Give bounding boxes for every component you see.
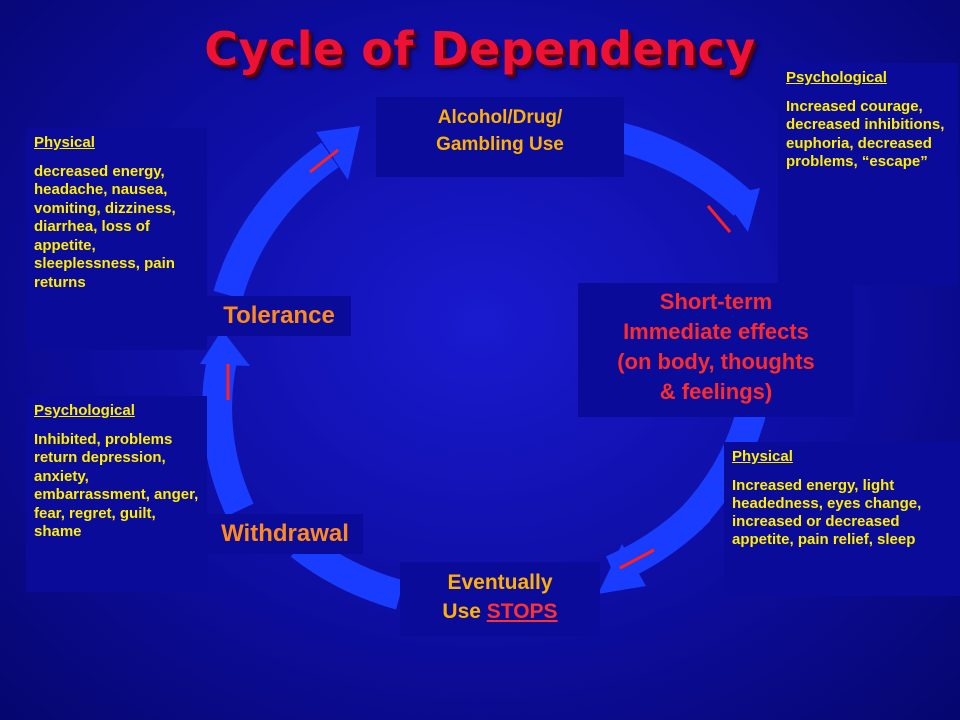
note-psychological-left: Psychological Inhibited, problems return…: [26, 396, 207, 592]
note-heading: Physical: [34, 134, 95, 151]
note-physical-right: Physical Increased energy, light headedn…: [724, 442, 960, 596]
stage-withdrawal: Withdrawal: [207, 514, 363, 554]
note-text: Increased courage, decreased inhibitions…: [786, 97, 945, 171]
arrowhead-top-left: [316, 126, 360, 180]
note-heading: Physical: [732, 448, 793, 465]
tick-mark: [706, 205, 732, 233]
stage-use-stops: Eventually Use STOPS: [400, 562, 600, 636]
cycle-arrow-top-right: [606, 120, 755, 217]
tick-mark: [309, 148, 339, 174]
tick-mark: [619, 548, 655, 570]
stage-effects-line: Short-term: [659, 289, 773, 314]
note-text: Inhibited, problems return depression, a…: [34, 430, 199, 541]
stage-stops-line: Eventually: [447, 571, 553, 594]
note-psychological-right: Psychological Increased courage, decreas…: [778, 63, 958, 285]
note-physical-left: Physical decreased energy, headache, nau…: [26, 128, 207, 350]
page-title: Cycle of Dependency: [204, 22, 756, 76]
note-heading: Psychological: [34, 402, 135, 419]
note-text: decreased energy, headache, nausea, vomi…: [34, 162, 176, 291]
stage-short-term-effects: Short-term Immediate effects (on body, t…: [578, 283, 854, 417]
arrowhead-top-right: [722, 188, 760, 232]
stage-effects-line: (on body, thoughts: [617, 349, 815, 374]
note-heading: Psychological: [786, 69, 887, 86]
stage-tolerance: Tolerance: [207, 296, 351, 336]
stage-effects-line: & feelings): [659, 379, 773, 404]
stage-use-line: Alcohol/Drug/: [437, 107, 563, 128]
cycle-arrow-top-left: [213, 142, 339, 300]
arrowhead-bottom-right: [598, 544, 646, 594]
stage-stops-line: Use STOPS: [400, 597, 600, 626]
stage-use: Alcohol/Drug/ Gambling Use: [376, 97, 624, 177]
stage-stops-emphasis: STOPS: [486, 600, 558, 623]
stage-use-line: Gambling Use: [436, 134, 564, 155]
stage-effects-line: Immediate effects: [623, 319, 809, 344]
cycle-arrow-left: [202, 356, 254, 517]
arrowhead-left: [200, 330, 250, 366]
note-text: Increased energy, light headedness, eyes…: [732, 476, 922, 549]
stage-stops-prefix: Use: [442, 600, 487, 623]
